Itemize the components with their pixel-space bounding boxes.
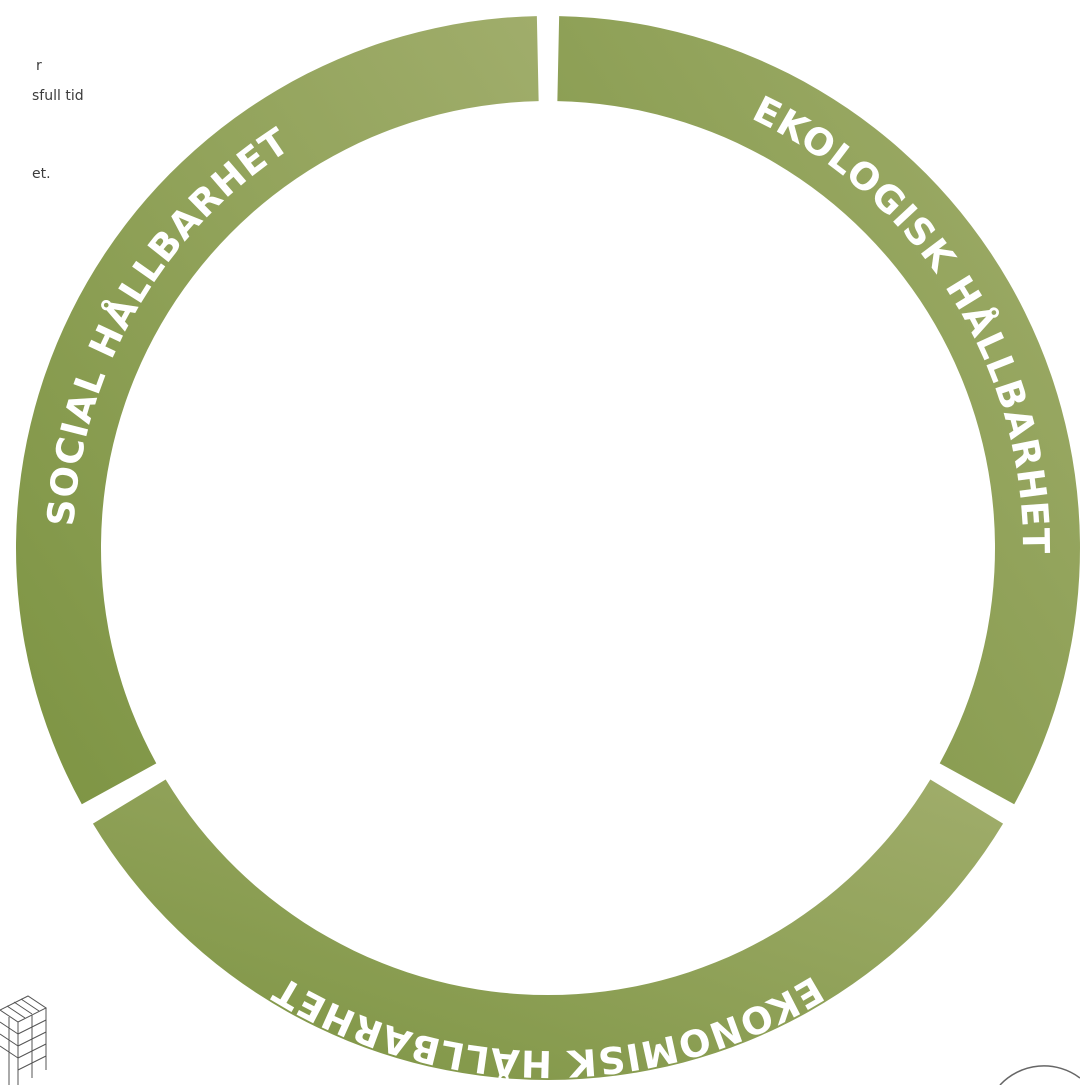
left-text-line-1: r	[36, 58, 42, 74]
ring-segment-social	[16, 16, 539, 805]
ring-segment-ekonomisk	[92, 779, 1004, 1081]
left-text-line-3: et.	[32, 166, 51, 182]
cube-grid-icon	[0, 995, 47, 1085]
circle-arc-icon	[999, 1065, 1080, 1085]
left-text-line-2: sfull tid	[32, 88, 84, 104]
ring-segment-ekologisk	[557, 16, 1080, 805]
